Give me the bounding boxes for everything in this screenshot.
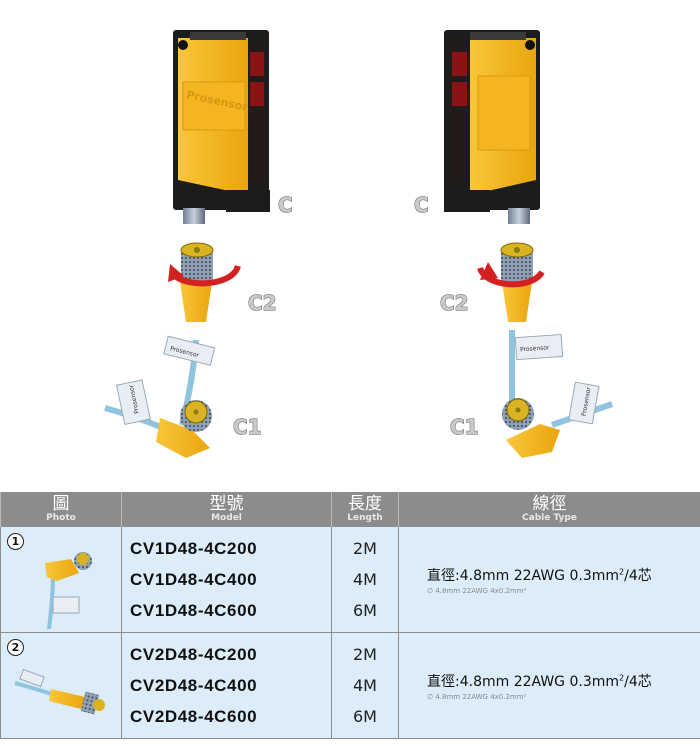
table-row: 1 CV1D48-4C200 CV1D48-4C400 CV1D48-4C600 bbox=[0, 526, 700, 633]
cable-spec-english: ∅ 4.8mm 22AWG 4x0.2mm² bbox=[427, 586, 527, 595]
label-c2-right: C2 bbox=[440, 291, 469, 315]
label-c-left: C bbox=[278, 193, 293, 217]
cable-type-cell: 直徑:4.8mm 22AWG 0.3mm2/4芯 ∅ 4.8mm 22AWG 4… bbox=[398, 632, 700, 739]
header-model: 型號 Model bbox=[121, 492, 332, 527]
label-c-right: C bbox=[414, 193, 429, 217]
model-number: CV2D48-4C400 bbox=[130, 676, 258, 695]
photo-cell: 2 bbox=[0, 632, 122, 739]
row-number-badge: 1 bbox=[7, 533, 24, 550]
length-value: 6M bbox=[353, 601, 377, 620]
length-value: 4M bbox=[353, 676, 377, 695]
row-number-badge: 2 bbox=[7, 639, 24, 656]
connector-straight-left: Prosensor C2 bbox=[163, 242, 277, 426]
spec-table-container: 圖 Photo 型號 Model 長度 Length 線徑 Cable Type bbox=[0, 492, 700, 746]
brand-tag-c2-right: Prosensor bbox=[520, 344, 550, 353]
model-number: CV2D48-4C600 bbox=[130, 707, 258, 726]
sensor-left: Prosensor C bbox=[173, 30, 293, 224]
length-value: 2M bbox=[353, 645, 377, 664]
connector-straight-right: Prosensor C2 bbox=[439, 242, 564, 425]
thumb-straight-connector bbox=[14, 668, 105, 715]
label-c1-right: C1 bbox=[450, 415, 479, 439]
table-row: 2 CV2D48-4C200 CV2D48-4C400 CV2D48-4C600 bbox=[0, 632, 700, 739]
model-number: CV1D48-4C600 bbox=[130, 601, 258, 620]
header-photo: 圖 Photo bbox=[0, 492, 122, 527]
cable-type-cell: 直徑:4.8mm 22AWG 0.3mm2/4芯 ∅ 4.8mm 22AWG 4… bbox=[398, 526, 700, 633]
product-illustration: Prosensor C C Prosensor C2 bbox=[104, 30, 614, 458]
length-value: 6M bbox=[353, 707, 377, 726]
length-value: 2M bbox=[353, 539, 377, 558]
spec-table: 圖 Photo 型號 Model 長度 Length 線徑 Cable Type bbox=[0, 492, 700, 739]
model-cell: CV2D48-4C200 CV2D48-4C400 CV2D48-4C600 bbox=[121, 632, 332, 739]
sensor-right: C bbox=[413, 30, 540, 224]
cable-spec-english: ∅ 4.8mm 22AWG 4x0.2mm² bbox=[427, 692, 527, 701]
model-number: CV2D48-4C200 bbox=[130, 645, 258, 664]
header-cable-type: 線徑 Cable Type bbox=[398, 492, 700, 527]
model-number: CV1D48-4C200 bbox=[130, 539, 258, 558]
label-c1-left: C1 bbox=[233, 415, 262, 439]
table-header-row: 圖 Photo 型號 Model 長度 Length 線徑 Cable Type bbox=[0, 492, 700, 527]
length-value: 4M bbox=[353, 570, 377, 589]
header-length: 長度 Length bbox=[331, 492, 399, 527]
model-cell: CV1D48-4C200 CV1D48-4C400 CV1D48-4C600 bbox=[121, 526, 332, 633]
model-number: CV1D48-4C400 bbox=[130, 570, 258, 589]
connector-angled-left: Prosensor C1 bbox=[104, 379, 262, 458]
thumb-angled-connector bbox=[45, 552, 92, 629]
length-cell: 2M 4M 6M bbox=[331, 526, 399, 633]
cable-spec: 直徑:4.8mm 22AWG 0.3mm2/4芯 bbox=[427, 672, 652, 690]
photo-cell: 1 bbox=[0, 526, 122, 633]
label-c2-left: C2 bbox=[248, 291, 277, 315]
cable-spec: 直徑:4.8mm 22AWG 0.3mm2/4芯 bbox=[427, 566, 652, 584]
length-cell: 2M 4M 6M bbox=[331, 632, 399, 739]
connector-angled-right: Prosensor C1 bbox=[449, 381, 614, 458]
